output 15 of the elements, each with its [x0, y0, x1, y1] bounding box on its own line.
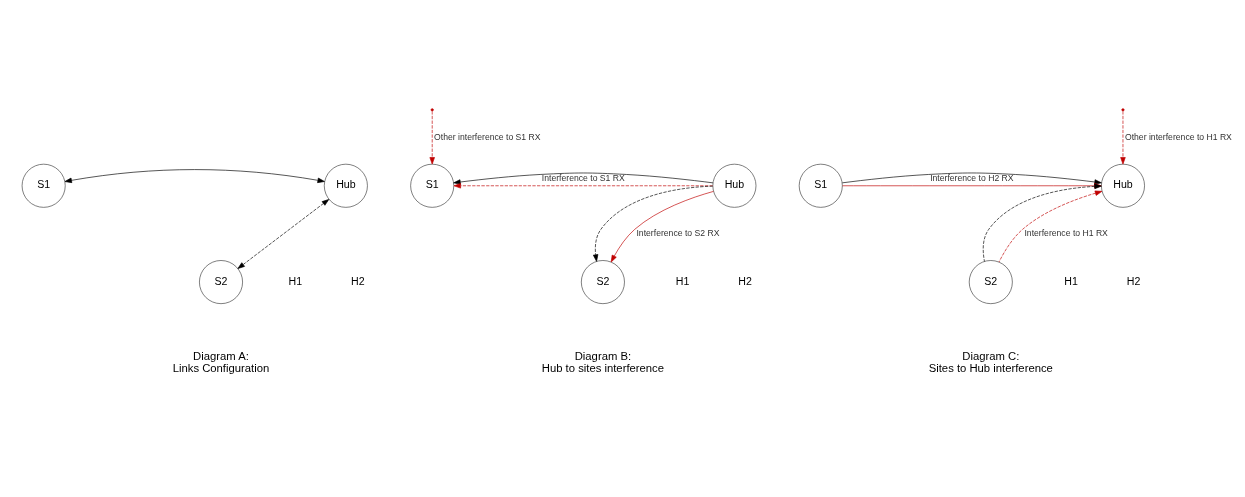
- edge-label: Other interference to S1 RX: [434, 131, 541, 142]
- label: Diagram B: Hub to sites interference: [541, 349, 665, 374]
- label: H2: [351, 274, 365, 287]
- edge-label: Interference to H2 RX: [930, 172, 1014, 183]
- label: H1: [675, 274, 690, 287]
- edge-label: Interference to S2 RX: [636, 227, 720, 238]
- label: H1: [288, 274, 303, 287]
- label: Diagram A: Links Configuration: [172, 349, 270, 374]
- edge-label: Other interference to H1 RX: [1124, 131, 1232, 142]
- label: H1: [1064, 274, 1078, 287]
- edge-label: Interference to S1 RX: [541, 172, 625, 183]
- edge-label: Interference to H1 RX: [1024, 227, 1108, 238]
- label: Diagram C: Sites to Hub interference: [928, 349, 1053, 374]
- label: H2: [738, 274, 752, 287]
- label: H2: [1126, 274, 1141, 287]
